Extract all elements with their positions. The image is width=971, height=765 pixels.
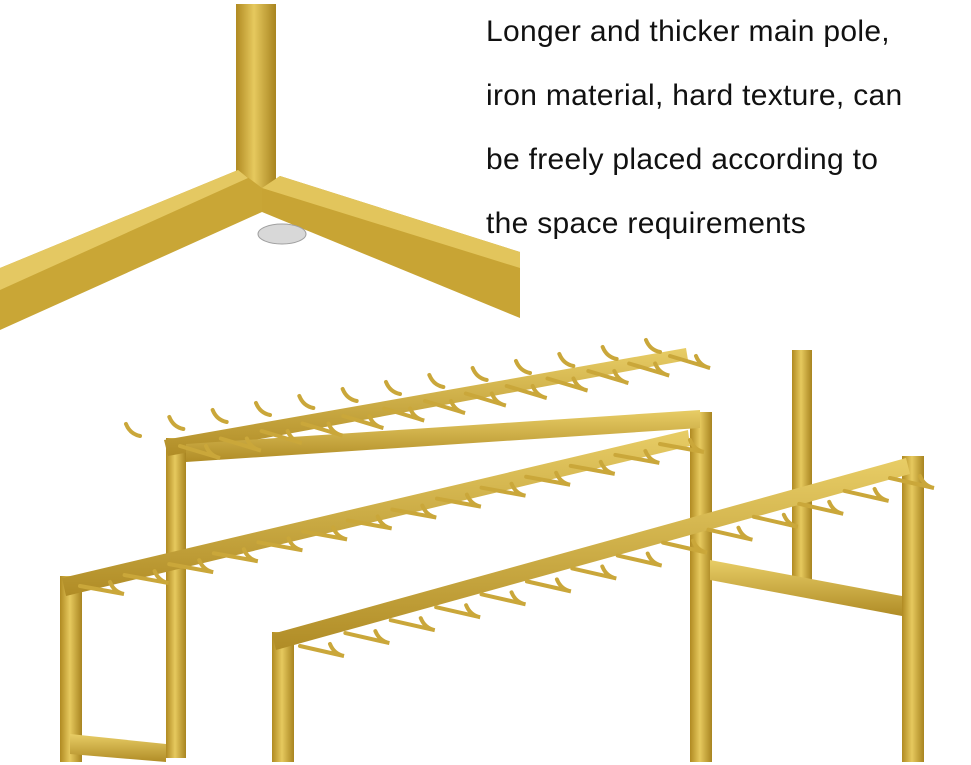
hook [514, 359, 532, 375]
hook [524, 577, 572, 594]
hook-bar-front [272, 458, 910, 650]
hook [427, 373, 446, 389]
hook [434, 492, 482, 509]
caption-line: be freely placed according to [486, 143, 879, 176]
hook [557, 352, 576, 368]
hook [254, 401, 272, 417]
hook [586, 369, 629, 385]
rack-upright [690, 412, 712, 762]
hook [434, 603, 481, 620]
frame-rail [70, 734, 166, 762]
hook [340, 387, 359, 403]
hook [842, 486, 890, 503]
hook [627, 361, 670, 378]
rack-front [272, 350, 924, 762]
hook [122, 569, 170, 586]
hook [600, 345, 619, 361]
hook [256, 536, 303, 553]
rack-upright [792, 350, 812, 580]
rack-upright [902, 456, 924, 762]
caption-text: Longer and thicker main pole, iron mater… [486, 0, 971, 256]
hook [423, 399, 466, 415]
hook [797, 499, 844, 516]
base-leg-right [262, 176, 520, 318]
base-leg-left [0, 170, 262, 330]
hook [210, 408, 229, 424]
hook [218, 436, 262, 453]
hook [504, 384, 548, 400]
hook [343, 629, 390, 646]
hook [300, 421, 344, 438]
hook [661, 538, 708, 555]
hook [524, 470, 571, 487]
hook [211, 547, 259, 564]
hook [568, 459, 616, 476]
hook [479, 590, 527, 607]
hook [388, 616, 436, 633]
frame-rail [710, 560, 902, 616]
hook [570, 564, 617, 581]
hook [301, 525, 348, 542]
hook [751, 512, 799, 529]
caption-line: Longer and thicker main pole, [486, 15, 890, 48]
frame-rail [186, 410, 700, 462]
rack-upright [60, 576, 82, 762]
hook [341, 414, 384, 430]
hook [298, 642, 345, 658]
hook [479, 481, 527, 498]
hook [167, 558, 214, 575]
leveling-foot [257, 223, 307, 245]
hook [390, 503, 437, 520]
rack-upright [166, 438, 186, 758]
main-pole [236, 4, 276, 190]
rack-upright [272, 632, 294, 762]
hook [382, 406, 425, 423]
hook [615, 551, 663, 568]
hook [545, 376, 589, 393]
caption-line: iron material, hard texture, can [486, 79, 903, 112]
hooks [78, 338, 935, 658]
hook [78, 580, 125, 596]
hook [470, 366, 489, 382]
hook [668, 354, 711, 370]
hook [124, 422, 142, 438]
hook [297, 394, 316, 410]
hook [463, 391, 507, 408]
hook [167, 415, 186, 431]
hook [706, 525, 753, 542]
hook [888, 474, 935, 490]
hook [384, 380, 402, 396]
caption-line: the space requirements [486, 207, 807, 240]
hook [345, 514, 393, 531]
hook [658, 438, 705, 454]
hook [259, 429, 303, 445]
pole-base-closeup [0, 4, 520, 330]
hook [178, 444, 221, 460]
hook [644, 338, 662, 354]
hook [613, 448, 660, 465]
